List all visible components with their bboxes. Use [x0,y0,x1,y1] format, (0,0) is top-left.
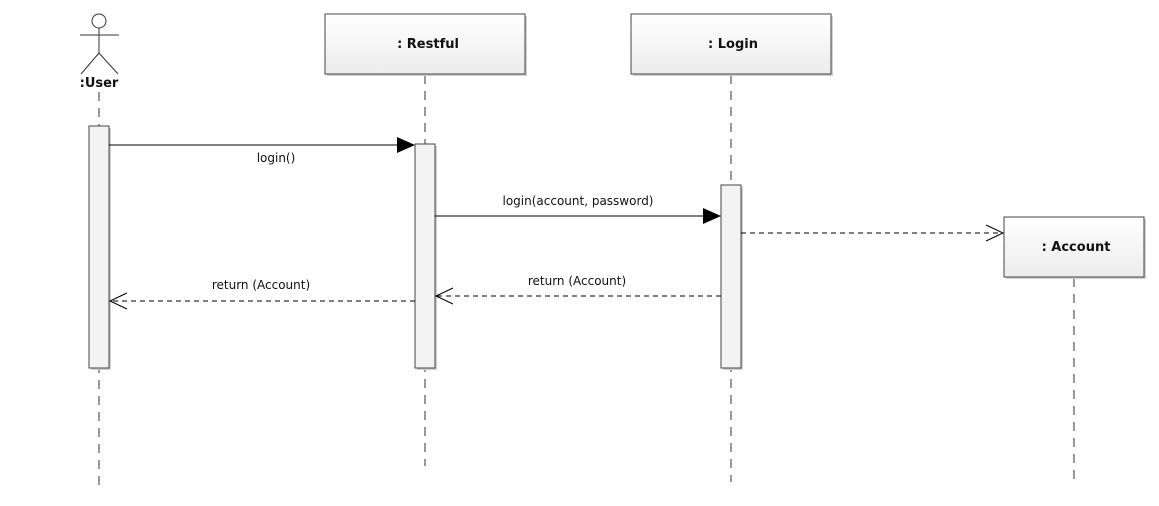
return-to-restful-label: return (Account) [528,274,626,288]
create-account-message [741,224,1005,242]
login-account-password-message: login(account, password) [435,194,721,224]
open-arrowhead-icon [985,224,1005,242]
return-to-user-message: return (Account) [108,278,415,310]
login-activation-bar [720,184,742,369]
restful-participant[interactable]: : Restful [324,13,527,76]
login-account-password-label: login(account, password) [502,194,653,208]
open-arrowhead-icon [108,292,128,310]
restful-participant-label: : Restful [397,37,459,52]
user-actor[interactable]: :User [80,13,119,91]
open-arrowhead-icon [434,287,454,305]
user-activation-bar [88,125,110,369]
restful-activation-bar [414,143,436,369]
account-participant[interactable]: : Account [1003,216,1146,279]
filled-arrowhead-icon [703,208,721,224]
return-to-restful-message: return (Account) [434,274,721,305]
login-call-label: login() [257,151,296,165]
login-participant-label: : Login [708,37,758,52]
login-participant[interactable]: : Login [630,13,833,76]
return-to-user-label: return (Account) [212,278,310,292]
user-actor-label: :User [80,76,119,91]
account-participant-label: : Account [1042,240,1111,255]
filled-arrowhead-icon [397,137,415,153]
login-call-message: login() [109,137,415,165]
actor-head-icon [91,13,107,29]
